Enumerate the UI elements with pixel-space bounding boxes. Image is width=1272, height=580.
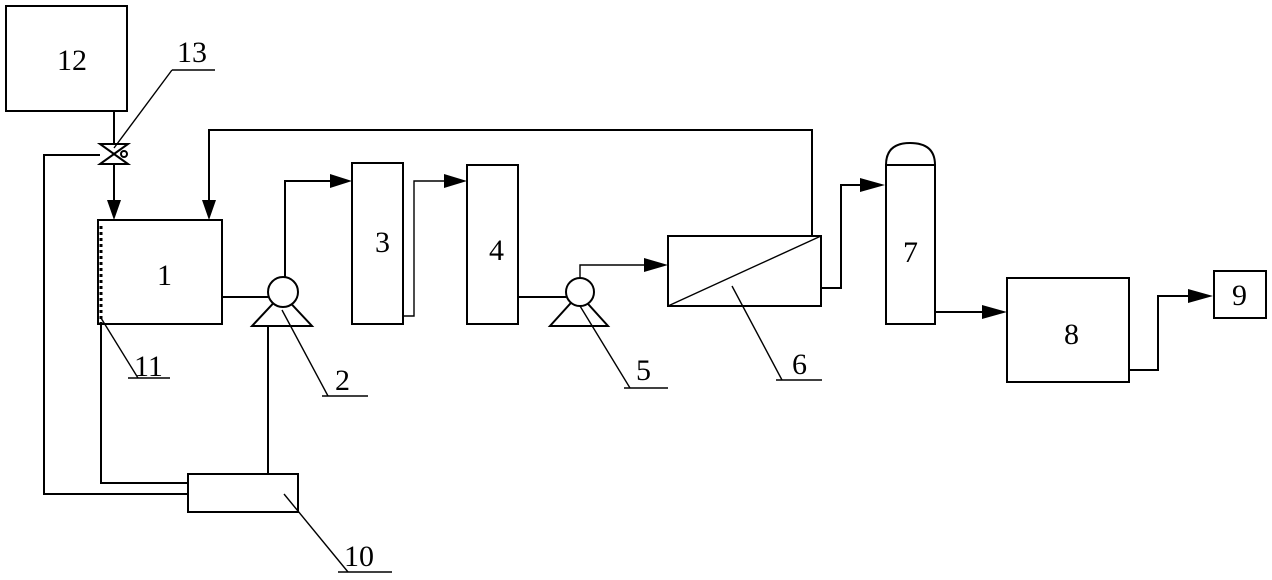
arrow-into-6 bbox=[644, 258, 668, 272]
unit-12-box bbox=[5, 5, 128, 112]
pump-2-icon bbox=[249, 276, 315, 327]
membrane-6-diagonal bbox=[667, 235, 822, 307]
leader-5 bbox=[579, 305, 631, 389]
label-12: 12 bbox=[57, 44, 87, 77]
unit-4-box bbox=[466, 164, 519, 325]
label-8: 8 bbox=[1064, 318, 1079, 351]
unit-10-box bbox=[187, 473, 299, 513]
pipe-3-to-4 bbox=[403, 180, 448, 317]
pipe-pump2-to-3 bbox=[284, 180, 334, 277]
pipe-10-to-valve bbox=[43, 154, 188, 495]
label-4: 4 bbox=[489, 234, 504, 267]
arrow-into-3 bbox=[330, 174, 352, 188]
unit-8-box bbox=[1006, 277, 1130, 383]
label-2: 2 bbox=[335, 364, 350, 397]
pipe-11-to-10 bbox=[100, 324, 188, 484]
label-9: 9 bbox=[1232, 279, 1247, 312]
unit-9-box bbox=[1213, 270, 1267, 319]
arrow-into-1-top bbox=[202, 200, 216, 220]
label-6: 6 bbox=[792, 348, 807, 381]
leader-10 bbox=[283, 493, 349, 573]
label-7: 7 bbox=[903, 236, 918, 269]
leader-2 bbox=[281, 309, 329, 397]
arrow-into-9 bbox=[1188, 289, 1213, 303]
label-11: 11 bbox=[134, 350, 163, 383]
label-3: 3 bbox=[375, 226, 390, 259]
label-10: 10 bbox=[344, 540, 374, 573]
label-1: 1 bbox=[157, 259, 172, 292]
unit-7-vessel bbox=[884, 141, 937, 166]
label-5: 5 bbox=[636, 354, 651, 387]
leader-11 bbox=[100, 317, 139, 379]
pipe-8-to-9 bbox=[1129, 295, 1190, 371]
unit-1-box bbox=[97, 219, 223, 325]
arrow-into-8 bbox=[982, 305, 1007, 319]
unit-3-box bbox=[351, 162, 404, 325]
unit-7-box bbox=[885, 164, 936, 325]
arrow-into-4 bbox=[444, 174, 467, 188]
pump-5-icon bbox=[547, 277, 611, 327]
pipe-pump5-to-6 bbox=[579, 264, 648, 278]
arrow-into-1-left bbox=[107, 200, 121, 220]
arrow-into-7 bbox=[860, 178, 885, 192]
pipe-return-6-to-1 bbox=[208, 129, 813, 236]
label-13: 13 bbox=[177, 36, 207, 69]
leader-13 bbox=[113, 69, 173, 149]
pipe-6-to-7 bbox=[821, 184, 862, 289]
leader-6 bbox=[731, 285, 783, 381]
